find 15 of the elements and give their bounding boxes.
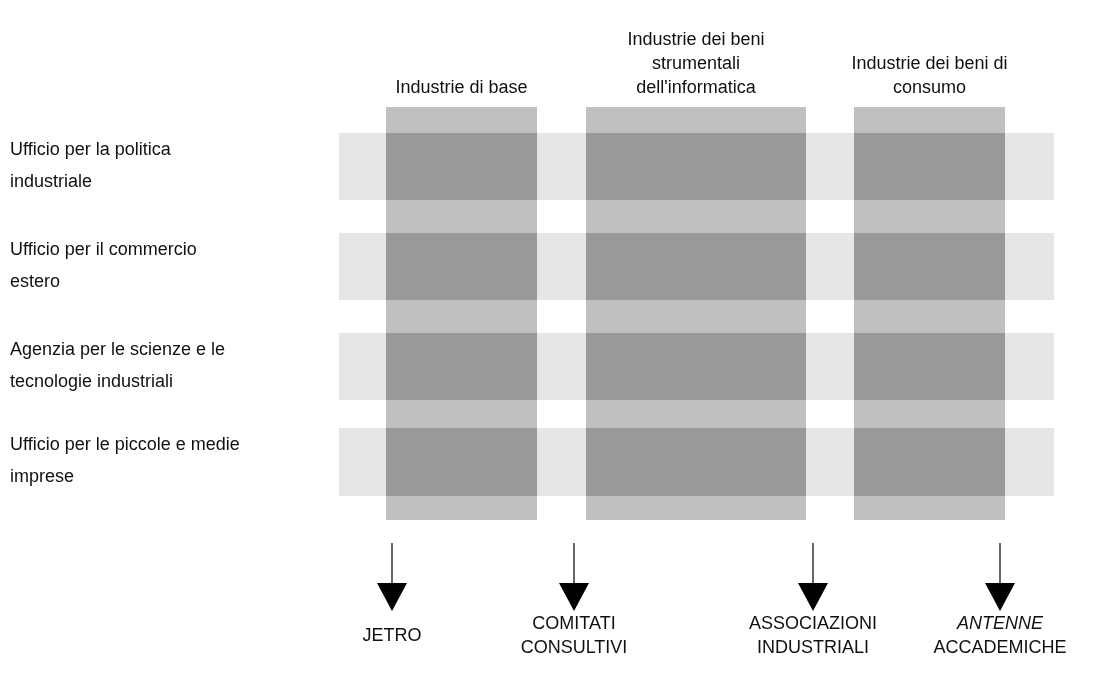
column-heading: Industrie dei beni strumentali dell'informatica — [626, 28, 766, 99]
arrow — [985, 542, 1015, 611]
row-heading: Ufficio per il commercio estero — [10, 238, 198, 293]
column-heading: Industrie di base — [395, 76, 528, 99]
row-heading: Ufficio per le piccole e medie imprese — [10, 433, 241, 488]
arrow — [798, 542, 828, 611]
row-heading: Ufficio per la politica industriale — [10, 138, 172, 193]
arrow — [559, 542, 589, 611]
row-heading: Agenzia per le scienze e le tecnologie industriali — [10, 338, 227, 393]
organization-label: ASSOCIAZIONI INDUSTRIALI — [748, 612, 878, 659]
organization-label: COMITATI CONSULTIVI — [519, 612, 629, 659]
column-heading: Industrie dei beni di consumo — [850, 52, 1009, 99]
organization-label: JETRO — [362, 624, 422, 647]
arrow — [377, 542, 407, 611]
organization-label: ANTENNE ACCADEMICHE — [932, 612, 1068, 659]
